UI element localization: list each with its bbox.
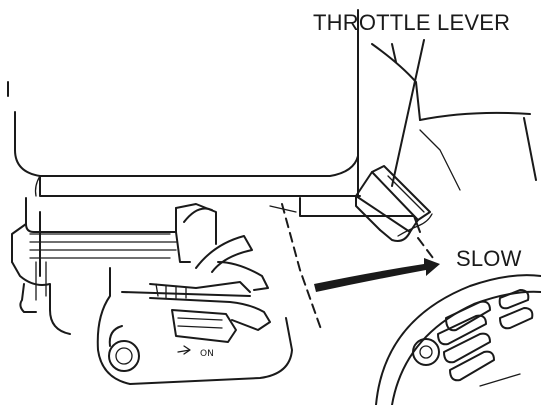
frame-edge: [523, 117, 537, 181]
lower-housing: [96, 267, 293, 385]
bolt-right: [412, 338, 440, 366]
label-leader-line: [391, 39, 425, 187]
side-tab: [19, 283, 37, 313]
lever-travel-guide-right: [417, 237, 437, 263]
throttle-lever: [355, 165, 433, 242]
recoil-starter: [375, 274, 541, 405]
control-linkage: [149, 235, 271, 343]
switch-marking-text: ON: [200, 349, 214, 359]
slow-label: SLOW: [456, 246, 522, 271]
lever-travel-guide-left: [281, 203, 323, 333]
slow-direction-arrow: [314, 258, 440, 292]
switch-marking: ON: [177, 345, 214, 359]
bolt-left: [108, 340, 140, 372]
engine-shroud: [269, 43, 531, 233]
throttle-lever-label: THROTTLE LEVER: [313, 10, 511, 35]
fuel-tank: [7, 9, 361, 197]
carburetor-body: [11, 197, 217, 335]
